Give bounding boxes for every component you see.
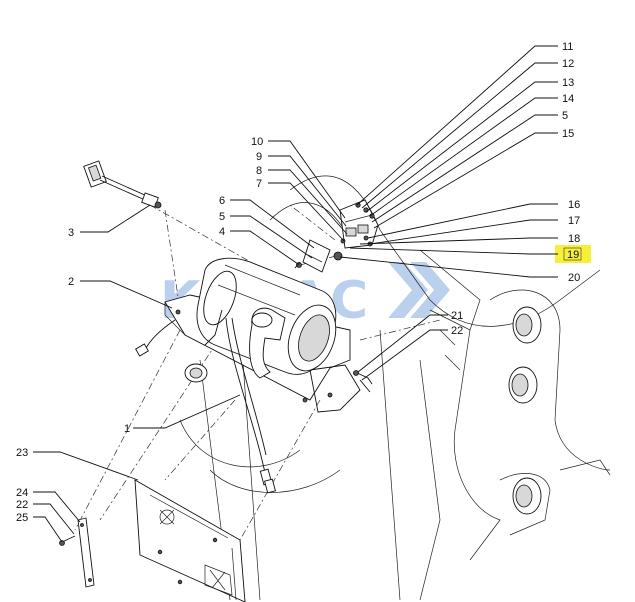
- callout-22-upper: 22: [451, 325, 463, 337]
- plate-part-6: [294, 239, 331, 273]
- callout-17: 17: [568, 215, 580, 227]
- callout-labels: 11 12 13 14 5 15 10 9 8 7 16 17 18 19 20…: [16, 41, 580, 524]
- machine-frame: [179, 175, 611, 601]
- callout-23: 23: [16, 447, 28, 459]
- pin-bottom: [512, 477, 542, 515]
- callout-7: 7: [256, 178, 262, 190]
- callout-10: 10: [251, 136, 263, 148]
- callout-5-upper: 5: [562, 110, 568, 122]
- callout-20: 20: [568, 272, 580, 284]
- callout-8: 8: [256, 165, 262, 177]
- watermark-chevrons-icon: [388, 262, 450, 318]
- callout-25: 25: [16, 512, 28, 524]
- callout-15: 15: [562, 128, 574, 140]
- callout-16: 16: [568, 199, 580, 211]
- callout-13: 13: [562, 77, 574, 89]
- cover-plate-part-23: [134, 479, 246, 602]
- callout-6: 6: [219, 195, 225, 207]
- callout-12: 12: [562, 58, 574, 70]
- pin-top: [512, 306, 542, 344]
- heater-body-part-1: [184, 257, 337, 494]
- pin-middle: [508, 366, 538, 404]
- callout-18: 18: [568, 233, 580, 245]
- callout-4: 4: [219, 226, 225, 238]
- leader-lines: [33, 45, 558, 543]
- bolt-part-25: [59, 535, 76, 546]
- callout-22-lower: 22: [16, 499, 28, 511]
- callout-2: 2: [68, 276, 74, 288]
- callout-11: 11: [562, 41, 573, 53]
- callout-21: 21: [451, 310, 463, 322]
- callout-14: 14: [562, 93, 574, 105]
- callout-24: 24: [16, 487, 28, 499]
- sensor-part-3: [83, 160, 162, 209]
- callout-19: 19: [567, 249, 579, 261]
- callout-9: 9: [256, 151, 262, 163]
- callout-3: 3: [68, 227, 74, 239]
- strip-part-24: [77, 517, 95, 588]
- callout-1: 1: [124, 423, 130, 435]
- bracket-bolt-part-21-22: [353, 370, 373, 393]
- switch-assembly: [333, 199, 379, 261]
- callout-19-box: [563, 247, 582, 261]
- callout-5-lower: 5: [219, 211, 225, 223]
